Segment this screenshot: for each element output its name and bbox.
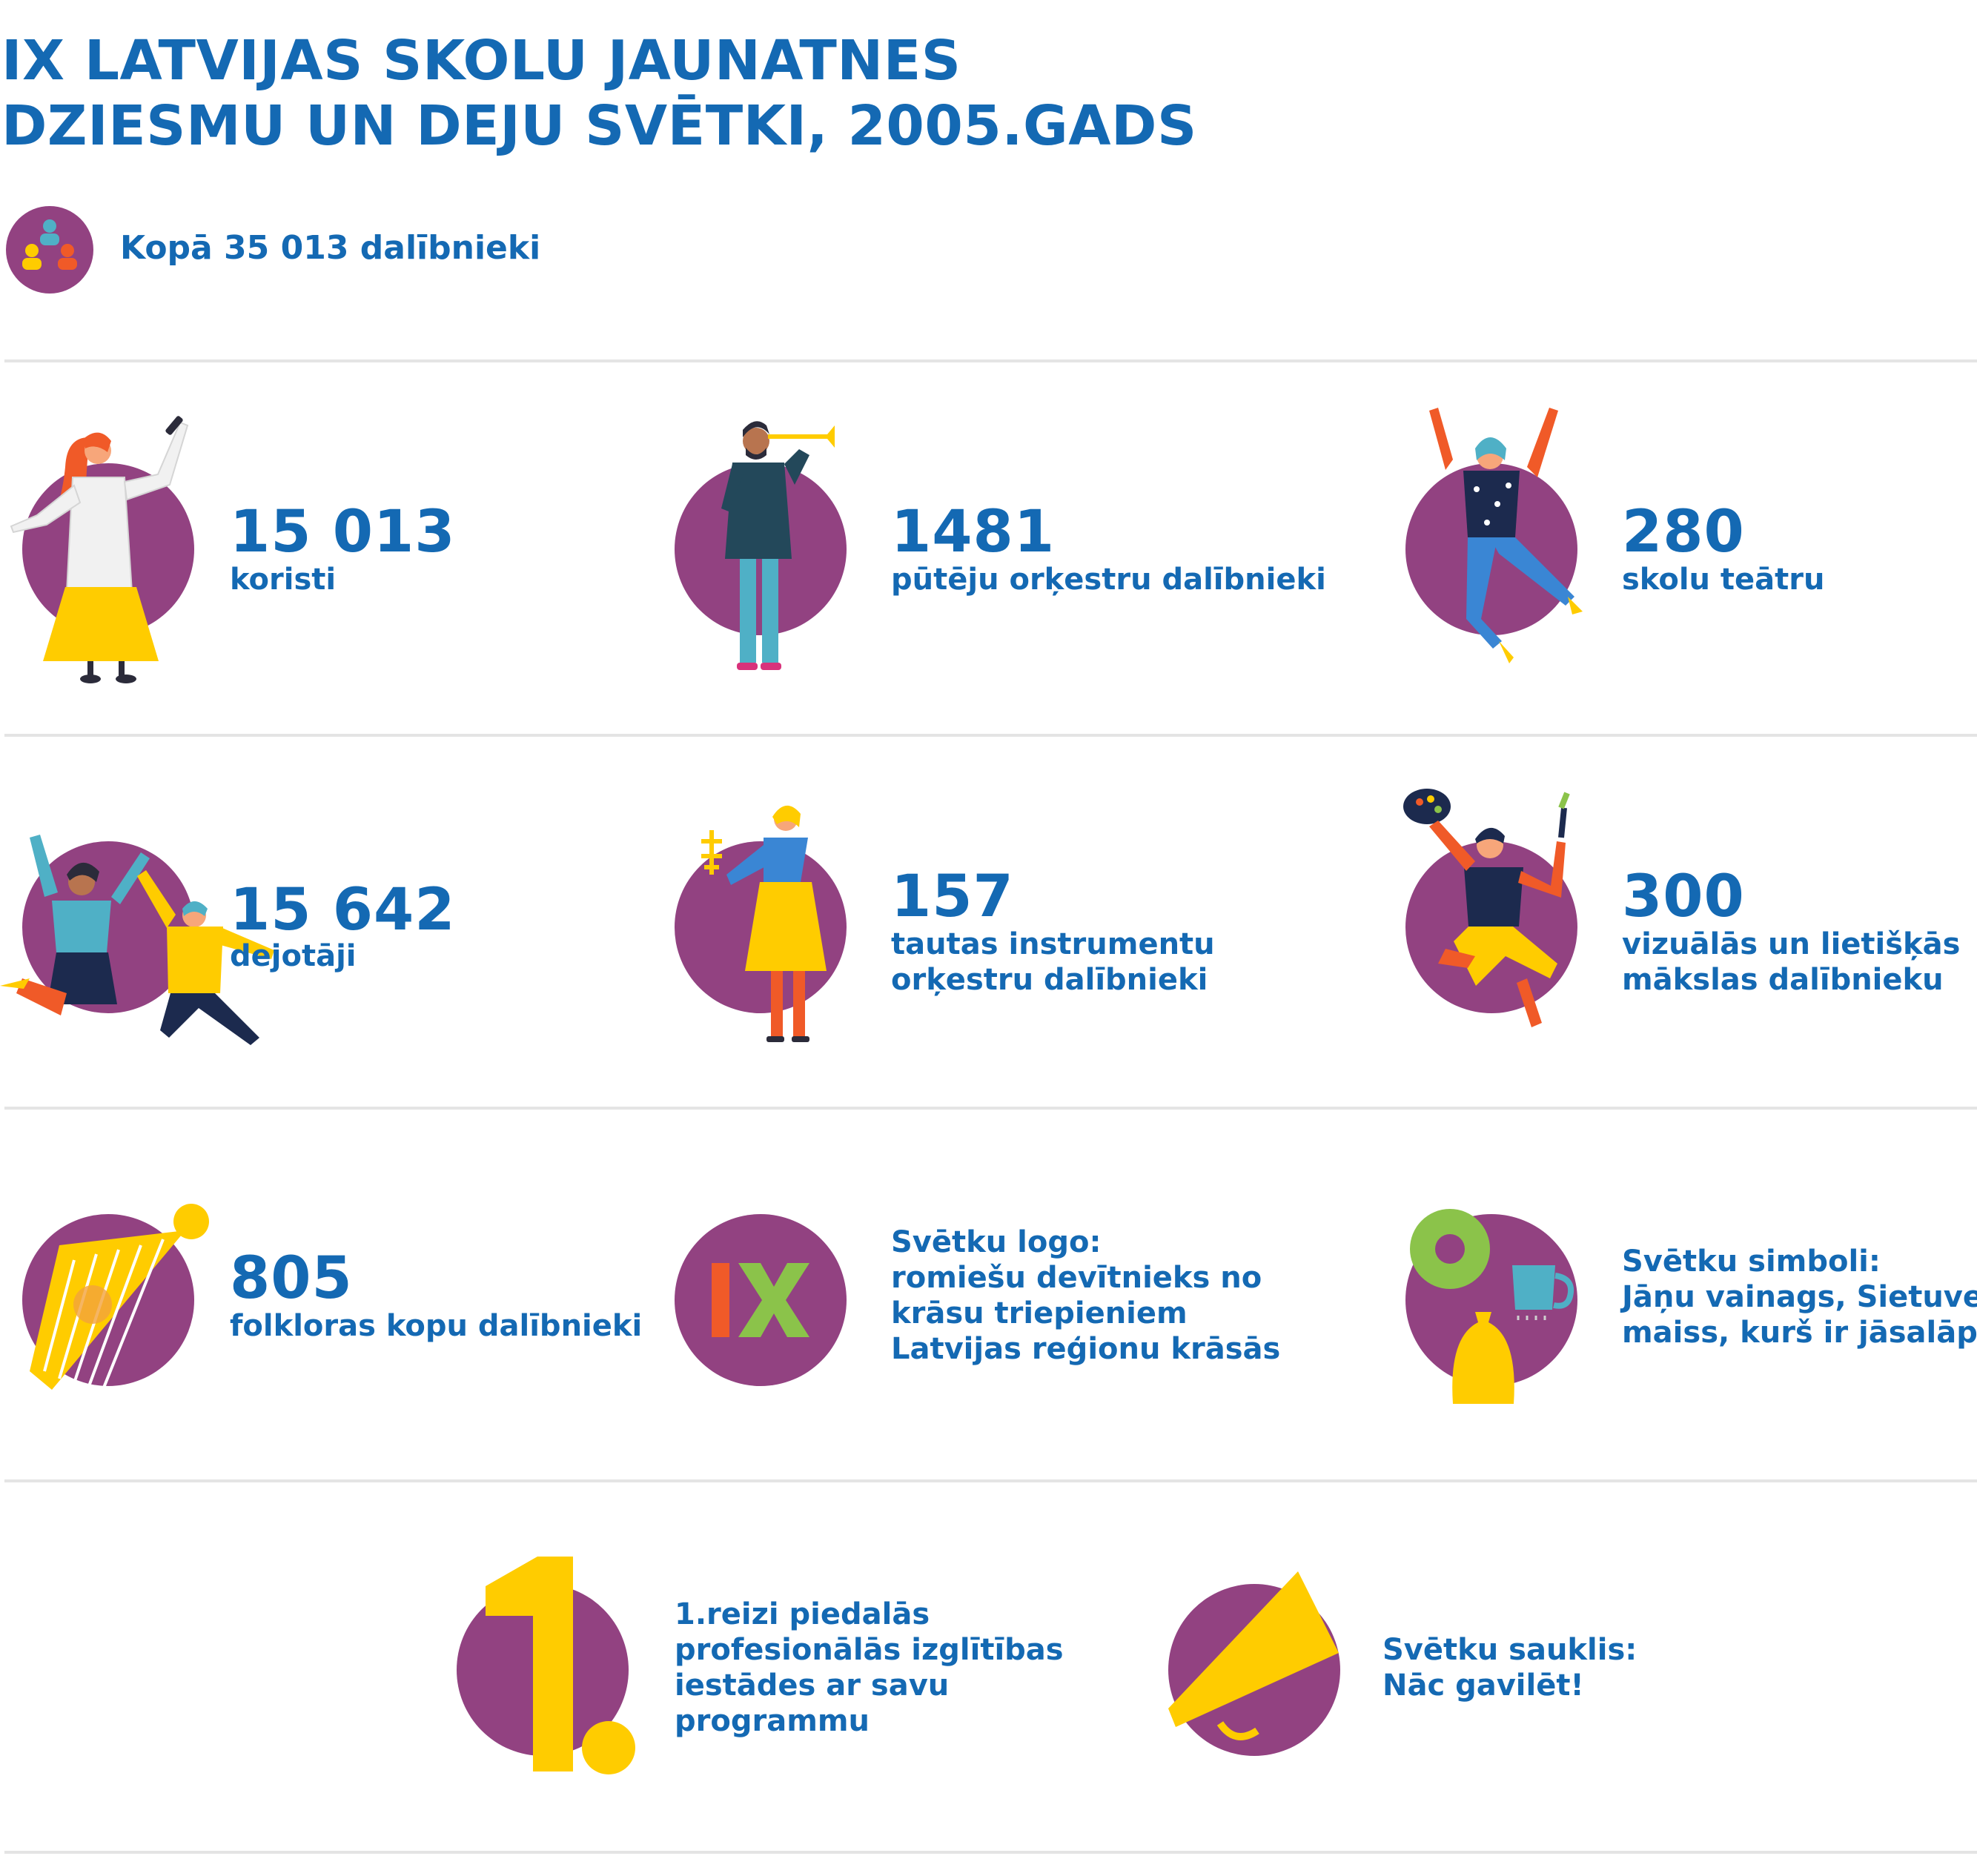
stat-number: 15 642: [230, 877, 456, 944]
stat-label: tautas instrumentu orķestru dalībnieki: [891, 927, 1215, 997]
dancers-icon: [0, 835, 274, 1045]
stat-number: 15 013: [230, 499, 456, 566]
painter-icon: [1403, 789, 1570, 1027]
stat-brass-band: 1481 pūtēju orķestru dalībnieki: [652, 400, 1326, 682]
jumping-actor-icon: [1429, 408, 1583, 663]
stat-number: 805: [230, 1245, 353, 1312]
singer-icon: [10, 416, 189, 683]
stat-label: folkloras kopu dalībnieki: [230, 1309, 643, 1343]
stat-label: koristi: [230, 563, 337, 597]
divider: [4, 1851, 1977, 1854]
trumpet-player-icon: [721, 421, 835, 670]
group-people-icon: [6, 206, 93, 294]
stat-label: pūtēju orķestru dalībnieki: [891, 563, 1326, 597]
info-label: Svētku sauklis: Nāc gavilēt!: [1382, 1633, 1637, 1703]
stat-label: dejotāji: [230, 939, 357, 973]
info-first-time: 1.reizi piedalās profesionālās izglītība…: [445, 1542, 1112, 1823]
stat-label: vizuālās un lietišķās mākslas dalībnieku: [1622, 927, 1961, 997]
festival-symbols-icon: [1410, 1209, 1574, 1404]
title-line-2: DZIESMU UN DEJU SVĒTKI, 2005.GADS: [1, 94, 1197, 158]
ix-logo-icon: [712, 1263, 809, 1337]
number-one-icon: [486, 1557, 635, 1774]
info-slogan: Svētku sauklis: Nāc gavilēt!: [1156, 1542, 1824, 1823]
circle-background: [675, 1214, 847, 1386]
stat-number: 300: [1622, 864, 1745, 930]
stat-number: 1481: [891, 499, 1056, 566]
stat-label: skolu teātru: [1622, 563, 1825, 597]
title-line-1: IX LATVIJAS SKOLU JAUNATNES: [1, 29, 961, 93]
stat-folk-instruments: 157 tautas instrumentu orķestru dalībnie…: [652, 786, 1319, 1067]
stat-visual-arts: 300 vizuālās un lietišķās mākslas dalībn…: [1394, 786, 1972, 1067]
total-participants: Kopā 35 013 dalībnieki: [120, 229, 541, 267]
stat-number: 280: [1622, 499, 1745, 566]
stat-dancers: 15 642 dejotāji: [0, 786, 652, 1067]
info-label: 1.reizi piedalās profesionālās izglītība…: [675, 1597, 1064, 1738]
kokle-player-icon: [701, 805, 827, 1042]
info-festival-logo: Svētku logo: romiešu devītnieks no krāsu…: [652, 1156, 1319, 1438]
stat-singers: 15 013 koristi: [0, 400, 652, 683]
divider: [4, 1479, 1977, 1482]
info-label: Svētku logo: romiešu devītnieks no krāsu…: [891, 1225, 1281, 1366]
stat-folklore: 805 folkloras kopu dalībnieki: [0, 1156, 652, 1438]
page-title: IX LATVIJAS SKOLU JAUNATNES DZIESMU UN D…: [1, 28, 1197, 159]
info-festival-symbols: Svētku simboli: Jāņu vainags, Sietuve, m…: [1394, 1156, 1977, 1438]
divider: [4, 1107, 1977, 1110]
kokle-icon: [30, 1204, 209, 1390]
megaphone-icon: [1168, 1571, 1339, 1740]
stat-number: 157: [891, 864, 1014, 930]
divider: [4, 734, 1977, 737]
divider: [4, 359, 1977, 362]
stat-theaters: 280 skolu teātru: [1394, 400, 1972, 682]
info-label: Svētku simboli: Jāņu vainags, Sietuve, m…: [1622, 1244, 1977, 1350]
